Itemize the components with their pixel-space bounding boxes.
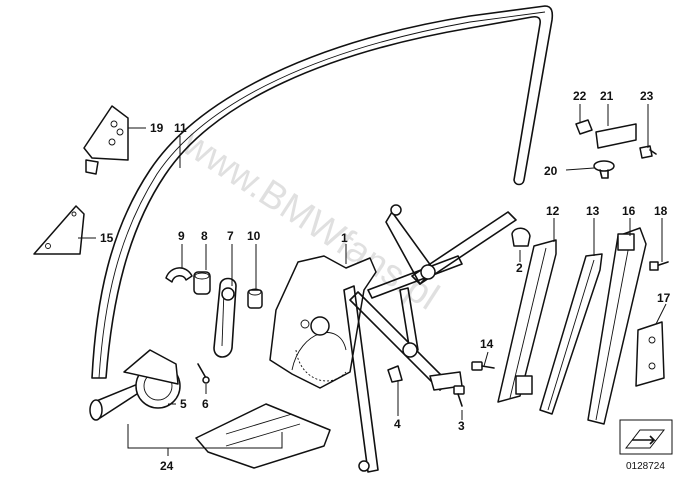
clip-part (165, 267, 193, 283)
callout-7: 7 (227, 229, 234, 243)
callout-14: 14 (480, 337, 494, 351)
bracket-17 (635, 321, 665, 387)
window-motor (89, 349, 181, 421)
callout-4: 4 (394, 417, 401, 431)
bracket-21 (595, 123, 637, 149)
callout-19: 19 (150, 121, 164, 135)
callout-1: 1 (341, 231, 348, 245)
callout-2: 2 (516, 261, 523, 275)
guide-rail-16 (587, 227, 647, 425)
callout-labels: 1 2 3 4 5 6 7 8 9 10 11 12 13 14 15 16 1… (100, 89, 671, 473)
bushing-part (193, 271, 211, 295)
clip-20 (593, 160, 615, 179)
callout-16: 16 (622, 204, 636, 218)
callout-23: 23 (640, 89, 654, 103)
leader-lines (78, 104, 667, 456)
guide-roller (511, 227, 531, 247)
triangle-cover (33, 205, 85, 255)
callout-5: 5 (180, 397, 187, 411)
bolt-23 (639, 145, 657, 159)
callout-3: 3 (458, 419, 465, 433)
callout-11: 11 (174, 121, 187, 135)
callout-13: 13 (586, 204, 600, 218)
reference-block: 0128724 (619, 419, 673, 472)
arrow-box-icon (624, 429, 666, 449)
bolt-14 (471, 361, 495, 371)
window-frame-seal (91, 5, 554, 379)
bolt-3 (453, 385, 465, 407)
guide-rail-13 (539, 253, 603, 415)
nut-part (247, 288, 263, 309)
callout-17: 17 (657, 291, 671, 305)
nut-22 (575, 119, 593, 135)
callout-22: 22 (573, 89, 587, 103)
callout-24: 24 (160, 459, 174, 473)
callout-8: 8 (201, 229, 208, 243)
small-clip (387, 365, 403, 383)
callout-18: 18 (654, 204, 668, 218)
callout-20: 20 (544, 164, 558, 178)
screw-18 (649, 261, 669, 271)
callout-10: 10 (247, 229, 261, 243)
guide-rail-12 (497, 239, 557, 403)
screw-6 (197, 363, 210, 384)
reference-number: 0128724 (626, 461, 665, 472)
drive-belt (213, 277, 237, 358)
callout-15: 15 (100, 231, 114, 245)
regulator-carrier (269, 255, 377, 389)
control-unit (195, 403, 331, 469)
callout-21: 21 (600, 89, 614, 103)
callout-6: 6 (202, 397, 209, 411)
corner-panel-upper (83, 105, 129, 175)
callout-9: 9 (178, 229, 185, 243)
callout-12: 12 (546, 204, 560, 218)
